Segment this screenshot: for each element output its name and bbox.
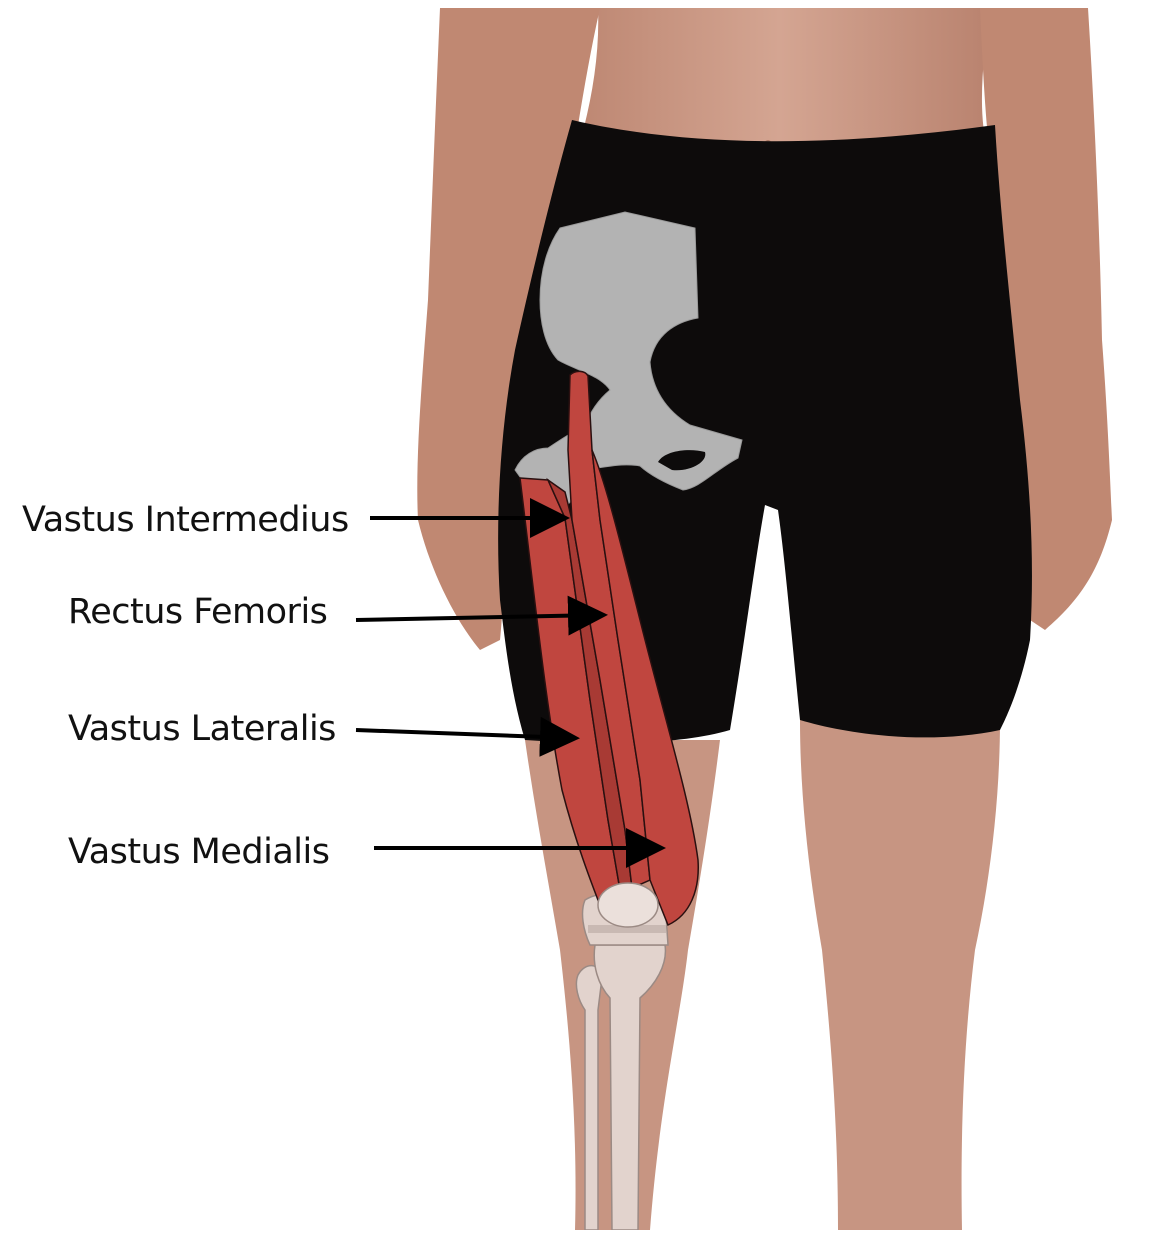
label-vastus-intermedius: Vastus Intermedius — [22, 503, 349, 538]
label-rectus-femoris: Rectus Femoris — [68, 595, 327, 630]
right-leg — [800, 720, 1000, 1230]
label-vastus-lateralis: Vastus Lateralis — [68, 712, 336, 747]
patella-bone — [598, 883, 658, 927]
label-vastus-medialis: Vastus Medialis — [68, 835, 329, 870]
